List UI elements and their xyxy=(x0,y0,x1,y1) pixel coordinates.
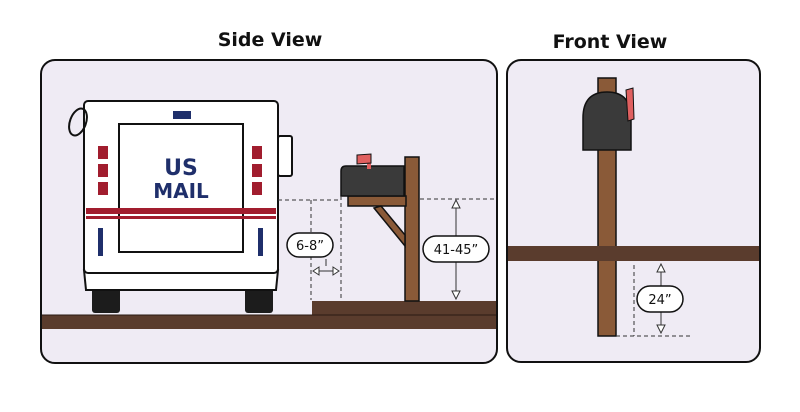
truck-roof-light xyxy=(173,111,191,119)
truck-light-right-1 xyxy=(252,146,262,159)
offset-label: 6-8” xyxy=(286,232,334,258)
truck-mirror xyxy=(277,135,293,177)
truck-reflector-right xyxy=(258,228,263,256)
truck-wheel-left xyxy=(92,286,120,313)
side-mailbox xyxy=(340,165,405,197)
side-mailbox-assembly xyxy=(340,153,420,302)
truck-text-us: US xyxy=(164,156,198,181)
side-arm xyxy=(347,195,407,207)
side-flag xyxy=(356,153,372,165)
truck-handle xyxy=(68,107,88,137)
front-flag xyxy=(625,87,635,122)
truck-light-right-3 xyxy=(252,182,262,195)
side-post xyxy=(404,156,420,302)
front-view-title: Front View xyxy=(552,31,668,53)
truck-text-mail: MAIL xyxy=(153,179,209,203)
truck-door xyxy=(118,123,244,253)
truck-stripe xyxy=(86,208,276,214)
clearance-label-text: 24” xyxy=(648,293,671,308)
side-view-title: Side View xyxy=(217,29,323,51)
truck-wheel-right xyxy=(245,286,273,313)
mail-truck: US MAIL xyxy=(68,100,293,313)
side-view-panel: US MAIL xyxy=(40,59,498,364)
truck-light-left-3 xyxy=(98,182,108,195)
truck-light-left-2 xyxy=(98,164,108,177)
side-curb xyxy=(312,301,496,315)
offset-label-text: 6-8” xyxy=(296,239,324,254)
height-label-text: 41-45” xyxy=(434,243,479,258)
truck-light-right-2 xyxy=(252,164,262,177)
front-curb xyxy=(508,246,759,261)
height-label: 41-45” xyxy=(422,235,490,263)
front-mailbox xyxy=(582,91,632,151)
clearance-label: 24” xyxy=(636,285,684,313)
side-brace xyxy=(372,205,406,249)
front-view-panel: 24” xyxy=(506,59,761,363)
truck-light-left-1 xyxy=(98,146,108,159)
truck-reflector-left xyxy=(98,228,103,256)
side-road xyxy=(42,315,496,329)
